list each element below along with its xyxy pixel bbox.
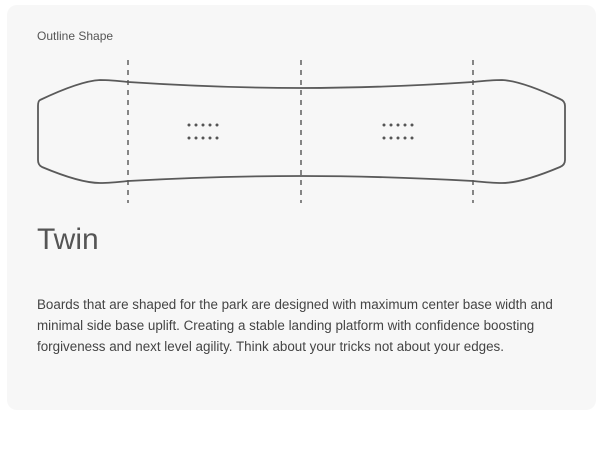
shape-title: Twin bbox=[37, 223, 99, 256]
shape-description: Boards that are shaped for the park are … bbox=[37, 297, 553, 354]
section-label: Outline Shape bbox=[37, 29, 114, 43]
binding-inserts-left bbox=[187, 123, 219, 140]
binding-inserts-right bbox=[382, 123, 414, 140]
